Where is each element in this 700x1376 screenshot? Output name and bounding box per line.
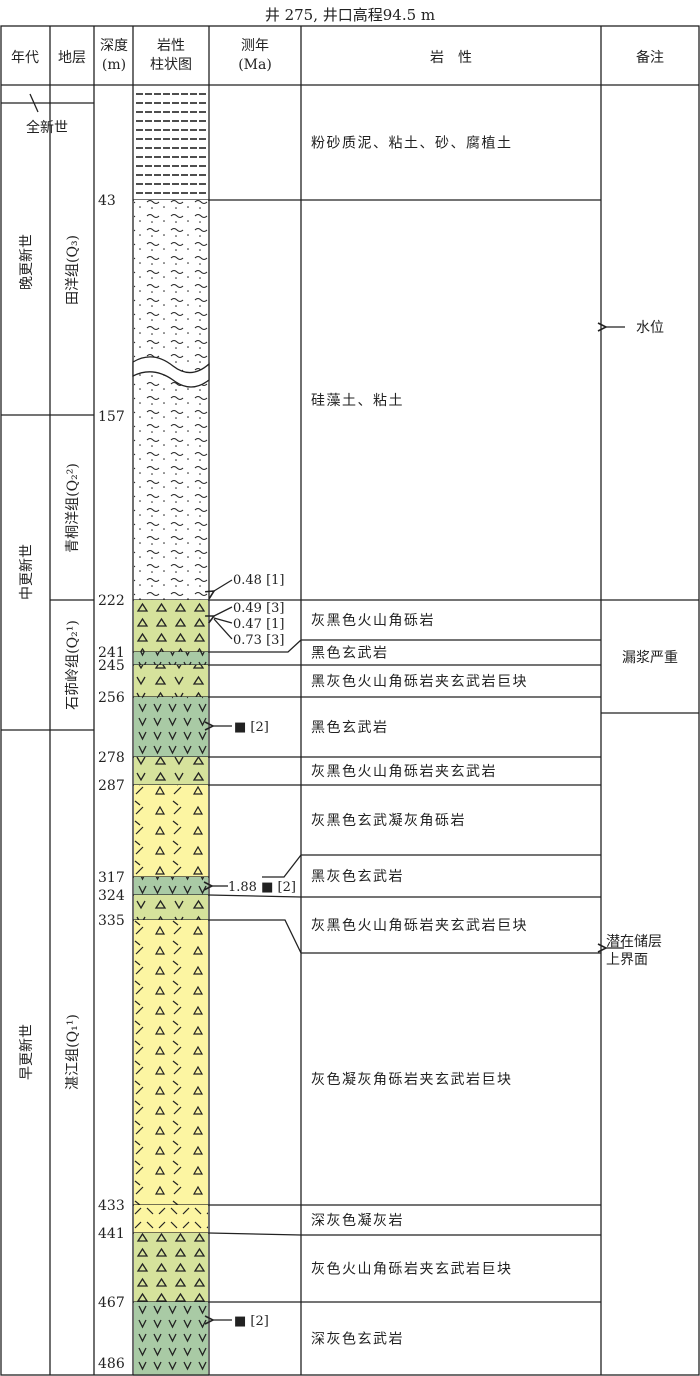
- dating-label: 0.73 [3]: [233, 633, 285, 648]
- lithology-description: 灰黑色火山角砾岩: [311, 612, 435, 629]
- dating-label: 1.88 ■ [2]: [228, 880, 296, 895]
- remarks: 水位 漏浆严重 潜在储层 上界面: [601, 320, 699, 968]
- lithology-layer-triv: [134, 895, 208, 920]
- strata-qingtongyang: 青桐洋组(Q₂²): [65, 463, 81, 553]
- depth-label: 278: [98, 750, 125, 766]
- remark-water-level: 水位: [636, 320, 664, 336]
- lithology-description: 硅藻土、粘土: [311, 393, 404, 409]
- depth-label: 222: [98, 593, 125, 609]
- lithology-description: 灰色凝灰角砾岩夹玄武岩巨块: [311, 1071, 513, 1088]
- depth-label: 335: [98, 913, 125, 929]
- lithology-layer-v: [134, 652, 208, 665]
- lithology-layer-v: [134, 877, 208, 895]
- lithology-layer-triv: [134, 757, 208, 785]
- lithology-description: 黑色玄武岩: [311, 719, 389, 736]
- lithology-layer-tuffb: [134, 785, 208, 877]
- remark-reservoir: 潜在储层: [606, 934, 662, 950]
- dating-label: ■ [2]: [234, 1314, 269, 1329]
- lithology-description: 灰黑色火山角砾岩夹玄武岩: [311, 763, 497, 780]
- depth-label: 241: [98, 645, 125, 661]
- lithology-description: 灰黑色玄武凝灰角砾岩: [311, 812, 466, 829]
- lithology-description: 灰色火山角砾岩夹玄武岩巨块: [311, 1261, 513, 1278]
- lithology-layer-tuffb: [134, 920, 208, 1205]
- header-era: 年代: [11, 50, 39, 66]
- lithology-layer-v: [134, 697, 208, 757]
- lithology-layer-tuff: [134, 1205, 208, 1233]
- depth-label: 324: [98, 888, 125, 904]
- depth-label: 317: [98, 870, 125, 886]
- depth-label: 245: [98, 658, 125, 674]
- depth-label: 433: [98, 1198, 125, 1214]
- depth-label: 441: [98, 1226, 125, 1242]
- lithology-layer-mud: [134, 88, 208, 200]
- dating-label: 0.49 [3]: [233, 601, 285, 616]
- depth-label: 43: [98, 193, 116, 209]
- diagram-title: 井 275, 井口高程94.5 m: [265, 6, 435, 24]
- lithology-layer-v: [134, 1302, 208, 1375]
- depth-label: 287: [98, 778, 125, 794]
- leader-line: [209, 639, 302, 653]
- column-break-symbol: [132, 356, 210, 388]
- column-grid: [49, 26, 602, 1375]
- remark-mud-loss: 漏浆严重: [622, 650, 678, 666]
- dating-label: 0.48 [1]: [233, 573, 285, 588]
- lithology-rows: 粉砂质泥、粘土、砂、腐植土硅藻土、粘土灰黑色火山角砾岩黑色玄武岩黑灰色火山角砾岩…: [208, 135, 601, 1348]
- dating-label: ■ [2]: [234, 720, 269, 735]
- header-dating-unit: (Ma): [238, 57, 272, 73]
- strata-zhanjiang: 湛江组(Q₁¹): [65, 1014, 81, 1090]
- strata-tianyang: 田洋组(Q₃): [65, 235, 81, 305]
- lithology-description: 灰黑色火山角砾岩夹玄武岩巨块: [311, 917, 528, 934]
- lithology-description: 粉砂质泥、粘土、砂、腐植土: [311, 135, 513, 152]
- header-depth: 深度: [100, 38, 128, 54]
- era-middle-pleistocene: 中更新世: [19, 544, 35, 600]
- depth-label: 157: [98, 409, 125, 425]
- lithology-description: 黑灰色火山角砾岩夹玄武岩巨块: [311, 673, 528, 690]
- lithology-description: 黑灰色玄武岩: [311, 868, 404, 885]
- lithology-layer-diatom: [134, 200, 208, 600]
- lithology-layer-tri: [134, 600, 208, 652]
- era-early-pleistocene: 早更新世: [19, 1024, 35, 1080]
- header-remarks: 备注: [636, 49, 664, 66]
- era-strata: 全新世 晚更新世 中更新世 早更新世 田洋组(Q₃) 青桐洋组(Q₂²) 石茆岭…: [1, 93, 94, 1090]
- era-late-pleistocene: 晚更新世: [19, 234, 35, 290]
- lithology-layer-triv: [134, 665, 208, 697]
- header-depth-unit: (m): [102, 57, 126, 73]
- lithology-description: 深灰色玄武岩: [311, 1331, 404, 1348]
- boundary-line: [208, 894, 302, 898]
- leader-line: [262, 854, 302, 878]
- lithology-column: [132, 88, 210, 1376]
- header-dating: 测年: [241, 38, 269, 54]
- depth-label: 467: [98, 1295, 125, 1311]
- depth-label: 486: [98, 1356, 125, 1372]
- dating-label: 0.47 [1]: [233, 617, 285, 632]
- boundary-line: [208, 1232, 302, 1236]
- lithology-layer-tri: [134, 1233, 208, 1302]
- table-header: 年代 地层 深度 (m) 岩性 柱状图 测年 (Ma) 岩 性 备注: [0, 25, 700, 1376]
- header-column-2: 柱状图: [150, 57, 192, 73]
- leader-line: [209, 919, 302, 954]
- lithology-description: 深灰色凝灰岩: [311, 1212, 404, 1229]
- lithology-description: 黑色玄武岩: [311, 645, 389, 662]
- era-holocene: 全新世: [26, 119, 68, 136]
- remark-reservoir-2: 上界面: [606, 952, 648, 968]
- depth-label: 256: [98, 690, 125, 706]
- strata-shimaoling: 石茆岭组(Q₂¹): [65, 620, 81, 710]
- header-column: 岩性: [157, 38, 185, 54]
- header-strata: 地层: [58, 50, 86, 66]
- header-lithology: 岩 性: [430, 50, 472, 66]
- dating-annotations: 0.48 [1] 0.49 [3] 0.47 [1] 0.73 [3] ■ [2…: [212, 573, 296, 1329]
